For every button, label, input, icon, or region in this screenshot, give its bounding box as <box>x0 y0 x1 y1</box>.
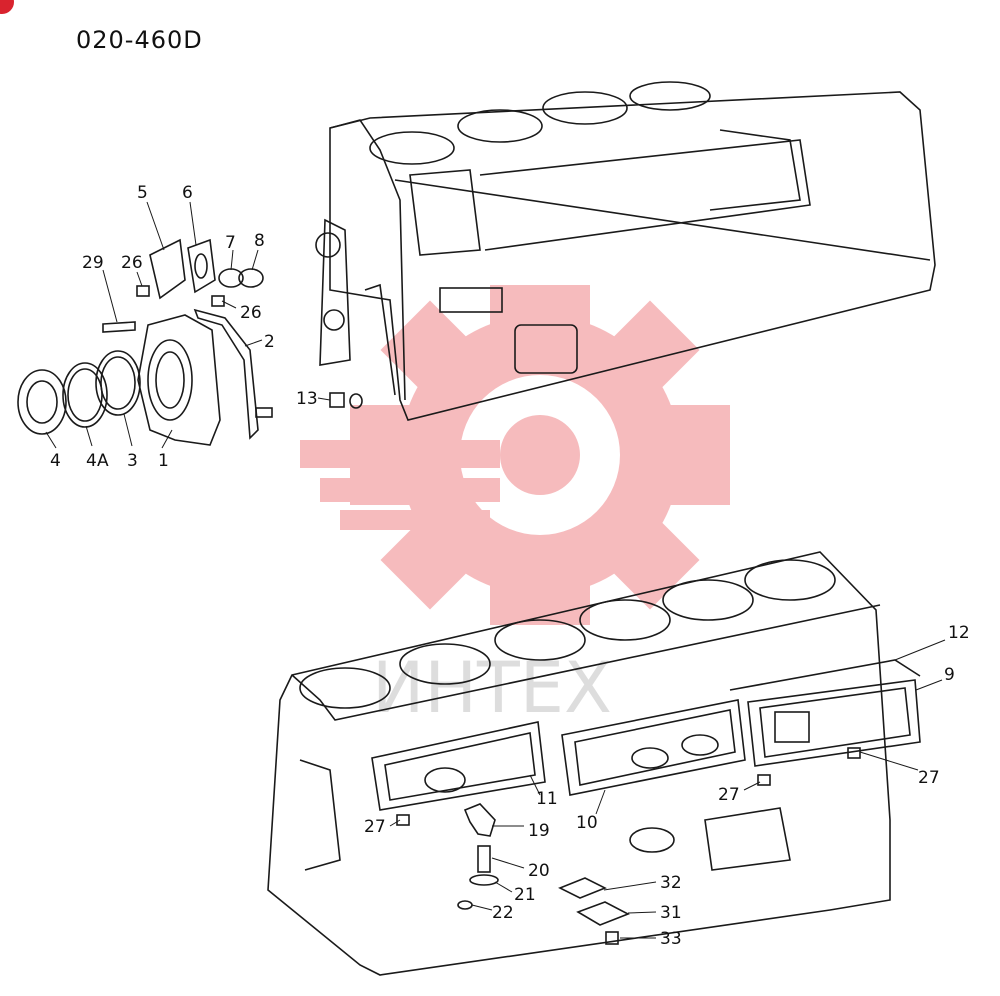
callout-31: 31 <box>660 903 682 923</box>
pin <box>255 407 273 418</box>
callout-labels: 5 6 7 8 29 26 26 2 13 4 4 A 3 1 12 9 27 … <box>50 183 970 949</box>
bolt-26a <box>136 285 150 297</box>
gasket-31 <box>576 901 630 926</box>
flange-32 <box>558 877 607 899</box>
callout-20: 20 <box>528 861 550 881</box>
side-cover-10 <box>561 699 746 796</box>
side-cover-11 <box>371 721 546 811</box>
callout-26-right: 26 <box>240 303 262 323</box>
callout-2: 2 <box>264 332 275 352</box>
callout-32: 32 <box>660 873 682 893</box>
callout-26-upper: 26 <box>121 253 143 273</box>
callout-33: 33 <box>660 929 682 949</box>
callout-11: 11 <box>536 789 558 809</box>
plug-27c <box>847 747 861 759</box>
gasket-12 <box>729 659 921 691</box>
rear-cover-1 <box>137 314 221 446</box>
ring-4a <box>62 362 108 428</box>
cover-plate-5 <box>149 238 186 300</box>
tube-20 <box>477 845 491 873</box>
gasket-6 <box>187 238 216 294</box>
callout-27-left: 27 <box>364 817 386 837</box>
watermark-text: ИНТЕХ <box>372 647 612 729</box>
callout-4a: 4 <box>86 451 97 471</box>
callout-4a-suffix: A <box>97 451 109 471</box>
callout-27-middle: 27 <box>718 785 740 805</box>
callout-6: 6 <box>182 183 193 203</box>
callout-27-right: 27 <box>918 768 940 788</box>
plug-27a <box>396 814 410 826</box>
upper-engine-block <box>315 81 936 421</box>
callout-10: 10 <box>576 813 598 833</box>
callout-7: 7 <box>225 233 236 253</box>
drawing-code: 020-460D <box>76 26 203 54</box>
callout-29: 29 <box>82 253 104 273</box>
bolt-29 <box>102 321 136 333</box>
oil-seal-4 <box>17 369 67 435</box>
rear-cover-assembly <box>17 238 363 446</box>
callout-12: 12 <box>948 623 970 643</box>
callout-5: 5 <box>137 183 148 203</box>
bolt-33 <box>605 931 619 945</box>
gasket-2 <box>193 308 259 440</box>
callout-8: 8 <box>254 231 265 251</box>
callout-4: 4 <box>50 451 61 471</box>
elbow-19 <box>463 803 496 837</box>
callout-19: 19 <box>528 821 550 841</box>
gasket-8 <box>238 268 264 288</box>
ring-3 <box>95 350 141 416</box>
callout-21: 21 <box>514 885 536 905</box>
callout-13: 13 <box>296 389 318 409</box>
side-cover-9 <box>747 679 921 767</box>
washer-22 <box>457 900 473 910</box>
bolt-26b <box>211 295 225 307</box>
plug-27b <box>757 774 771 786</box>
leader-lines <box>45 201 946 939</box>
callout-1: 1 <box>158 451 169 471</box>
callout-3: 3 <box>127 451 138 471</box>
plug-13 <box>329 392 345 408</box>
ring-21 <box>469 874 499 886</box>
callout-9: 9 <box>944 665 955 685</box>
lower-engine-block <box>267 551 921 976</box>
callout-22: 22 <box>492 903 514 923</box>
